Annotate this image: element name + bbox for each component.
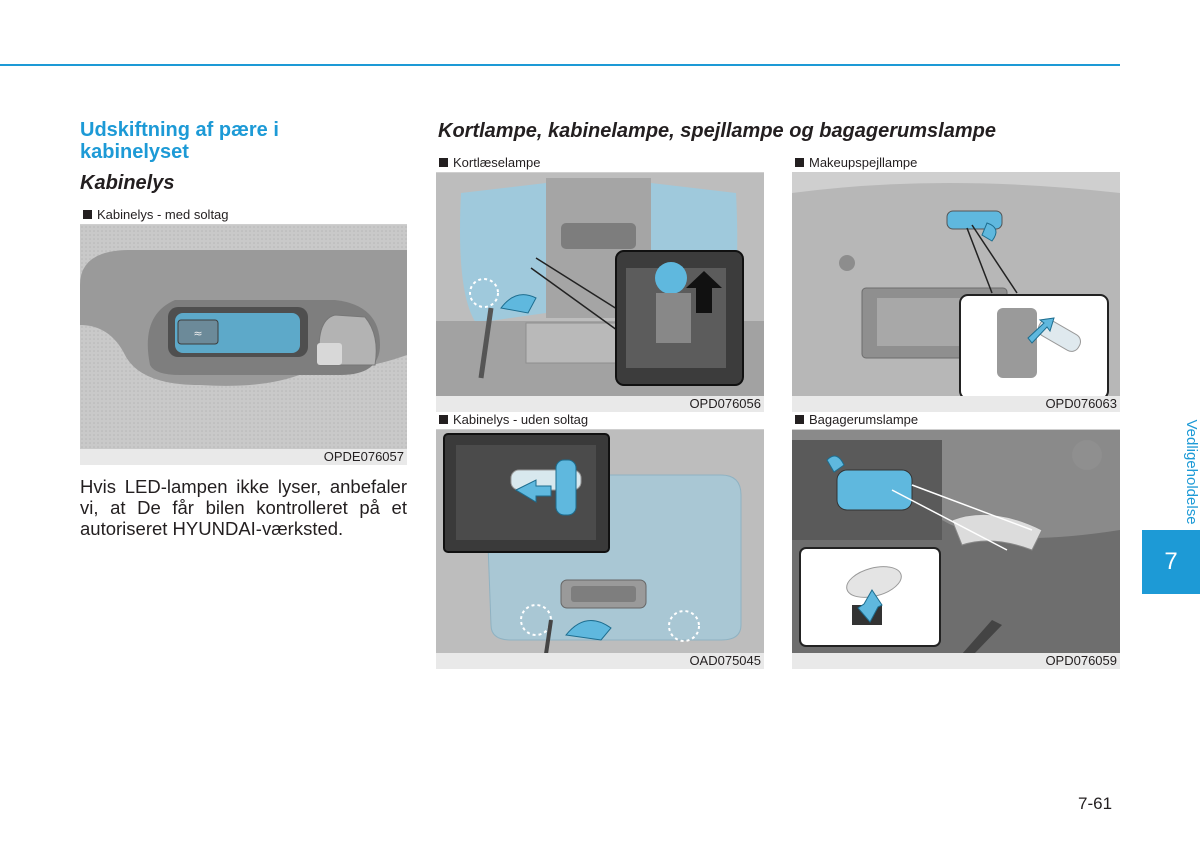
figure-map-lamp: [436, 172, 764, 397]
section-title: Udskiftning af pære i kabinelyset: [80, 119, 279, 163]
page-number: 7-61: [1078, 794, 1113, 813]
right-title: Kortlampe, kabinelampe, spejllampe og ba…: [438, 120, 996, 142]
caption-bullet-icon: [439, 415, 448, 424]
svg-text:≈: ≈: [193, 327, 202, 340]
caption-bullet-icon: [795, 158, 804, 167]
left-subtitle: Kabinelys: [80, 172, 175, 194]
figure-vanity-mirror-lamp: [792, 172, 1120, 397]
caption-bullet-icon: [439, 158, 448, 167]
caption-bullet-icon: [83, 210, 92, 219]
figure-caption-map-lamp: Kortlæselampe: [436, 155, 764, 171]
caption-bullet-icon: [795, 415, 804, 424]
figure-cabin-light-sunroof: ≈: [80, 224, 407, 450]
figure-code: OPD076059: [792, 653, 1120, 669]
top-rule: [0, 64, 1120, 66]
figure-cabin-light-no-sunroof: [436, 429, 764, 654]
body-text: Hvis LED-lampen ikke lyser, anbefaler vi…: [80, 476, 407, 539]
side-tab-label: Vedligeholdelse: [1183, 419, 1200, 525]
figure-caption-cabin-light-no-sunroof: Kabinelys - uden soltag: [436, 412, 764, 428]
figure-code: OPD076063: [792, 396, 1120, 412]
figure-caption-cabin-light-sunroof: Kabinelys - med soltag: [80, 207, 407, 223]
figure-code: OPDE076057: [80, 449, 407, 465]
figure-code: OPD076056: [436, 396, 764, 412]
chapter-tab: 7: [1142, 530, 1200, 594]
figure-trunk-lamp: [792, 429, 1120, 654]
figure-code: OAD075045: [436, 653, 764, 669]
figure-caption-vanity-mirror-lamp: Makeupspejllampe: [792, 155, 1120, 171]
figure-caption-trunk-lamp: Bagagerumslampe: [792, 412, 1120, 428]
